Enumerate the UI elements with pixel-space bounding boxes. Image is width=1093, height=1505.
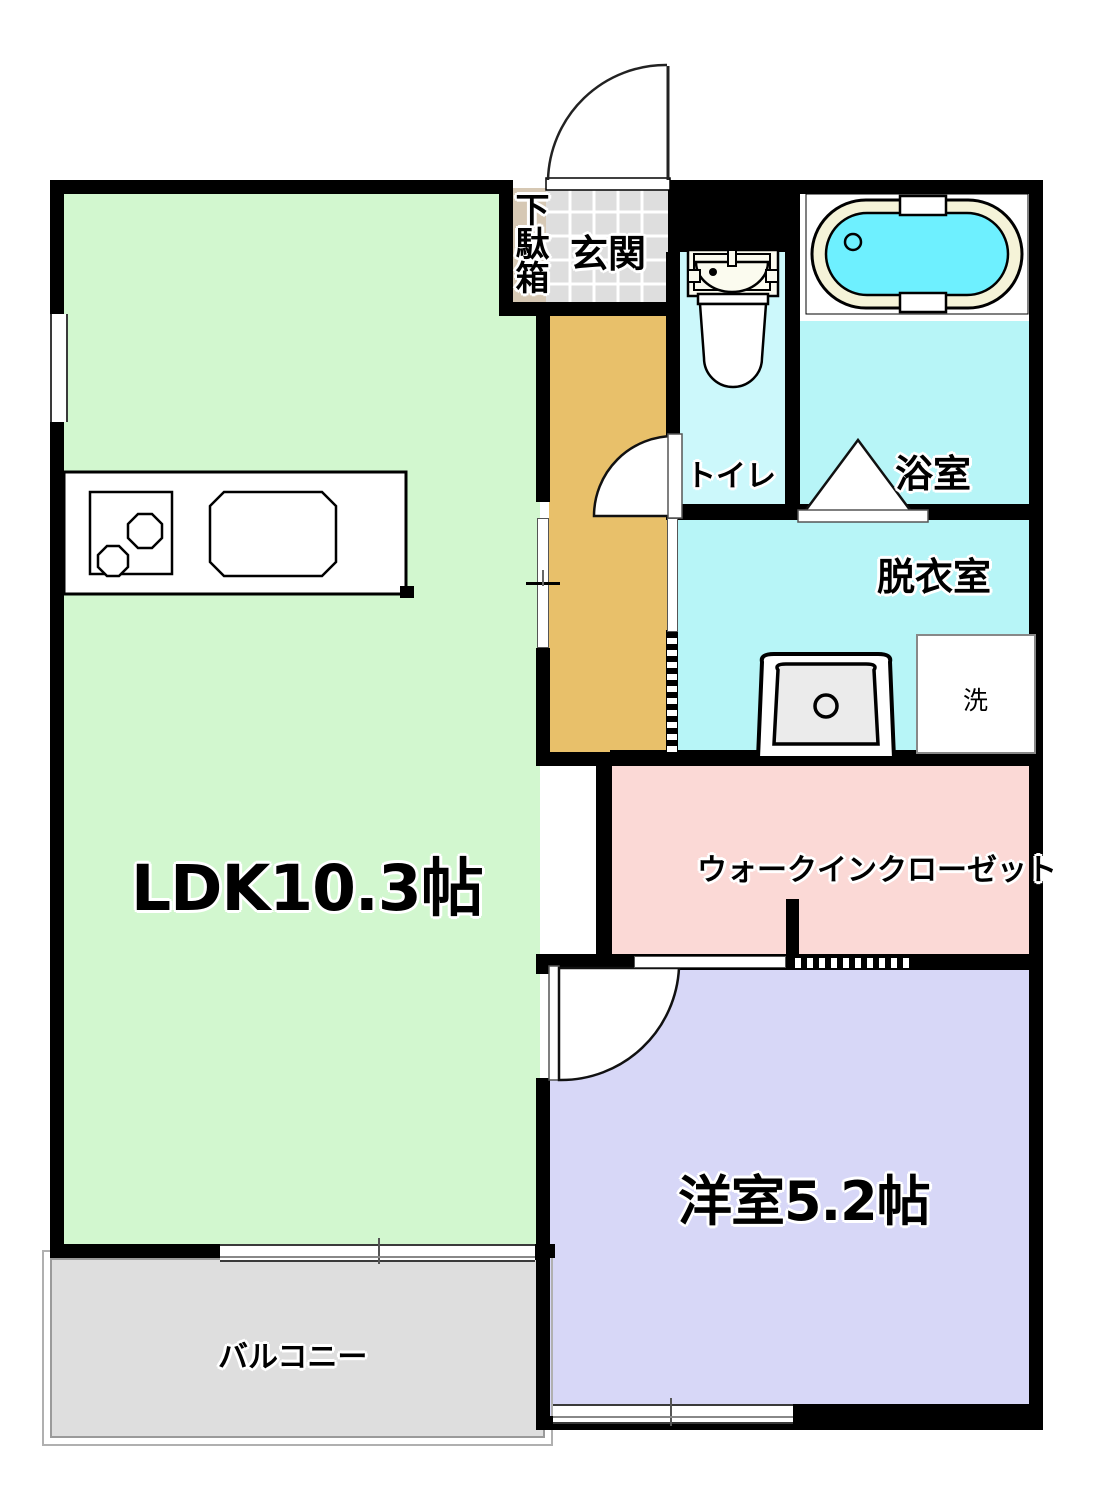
room-fill-balcony	[50, 1258, 545, 1438]
wall-hall-left-lower	[536, 648, 550, 766]
room-fill-ldk	[60, 188, 540, 1250]
room-label-bath: 浴室	[895, 452, 972, 496]
vanity-sink	[755, 652, 897, 760]
bathtub	[805, 193, 1029, 315]
toilet-door[interactable]	[550, 433, 683, 519]
window-ldk-left	[50, 314, 68, 422]
room-label-ldk: LDK10.3帖	[131, 852, 484, 925]
room-label-balcony: バルコニー	[218, 1340, 368, 1375]
wall-bedroom-bottom-right	[790, 1404, 1043, 1430]
window-ldk-balcony-mullion	[378, 1238, 380, 1264]
window-bedroom-mullion	[670, 1398, 672, 1426]
exterior-wall-bottom-ldk	[50, 1244, 220, 1258]
wic-door-right-dashed	[789, 958, 911, 968]
window-bedroom-bottom	[553, 1404, 793, 1424]
washing-machine-space	[916, 634, 1036, 754]
wall-genkan-left	[499, 180, 513, 316]
wall-hall-left-upper	[536, 302, 550, 502]
exterior-wall-top-left	[50, 180, 513, 194]
window-ldk-balcony-rail	[220, 1256, 535, 1258]
genkan-tile-grid	[546, 188, 668, 310]
sliding-door-hall-datsuishitsu[interactable]	[667, 518, 678, 632]
room-label-bedroom: 洋室5.2帖	[678, 1170, 931, 1233]
window-bedroom-rail	[553, 1416, 793, 1418]
kitchen-counter-edge	[400, 586, 414, 598]
wall-ldk-bottom-right-stub	[533, 1244, 549, 1260]
entrance-door[interactable]	[545, 60, 676, 191]
exterior-wall-top-right	[668, 180, 1043, 194]
wic-partition-stub	[786, 899, 799, 956]
toilet-bowl	[686, 248, 780, 389]
room-fill-hallway	[549, 310, 674, 760]
wall-ldk-right	[596, 760, 612, 966]
room-fill-wic	[610, 762, 1033, 958]
wic-door-left-leaf[interactable]	[634, 956, 786, 968]
exterior-wall-left	[50, 180, 64, 1258]
room-fill-getabako	[508, 188, 546, 310]
hall-datsuishitsu-dashed-partition	[667, 632, 677, 752]
room-label-toilet: トイレ	[686, 459, 776, 494]
bathroom-door[interactable]	[796, 437, 929, 523]
room-label-getabako: 下駄箱	[509, 192, 550, 294]
washing-machine-label: 洗	[963, 686, 989, 715]
room-label-genkan: 玄関	[570, 232, 647, 276]
sliding-door-ldk-hall-leaf	[542, 570, 544, 586]
room-label-wic: ウォークインクローゼット	[697, 853, 1057, 888]
bedroom-door[interactable]	[548, 965, 681, 1084]
exterior-wall-right	[1029, 180, 1043, 1430]
room-label-datsuishitsu: 脱衣室	[877, 555, 992, 599]
kitchen-counter	[62, 470, 408, 596]
wall-bedroom-left-upper	[536, 954, 550, 974]
structure-block-upper-right	[785, 180, 800, 510]
wall-toilet-bottom	[666, 504, 800, 520]
